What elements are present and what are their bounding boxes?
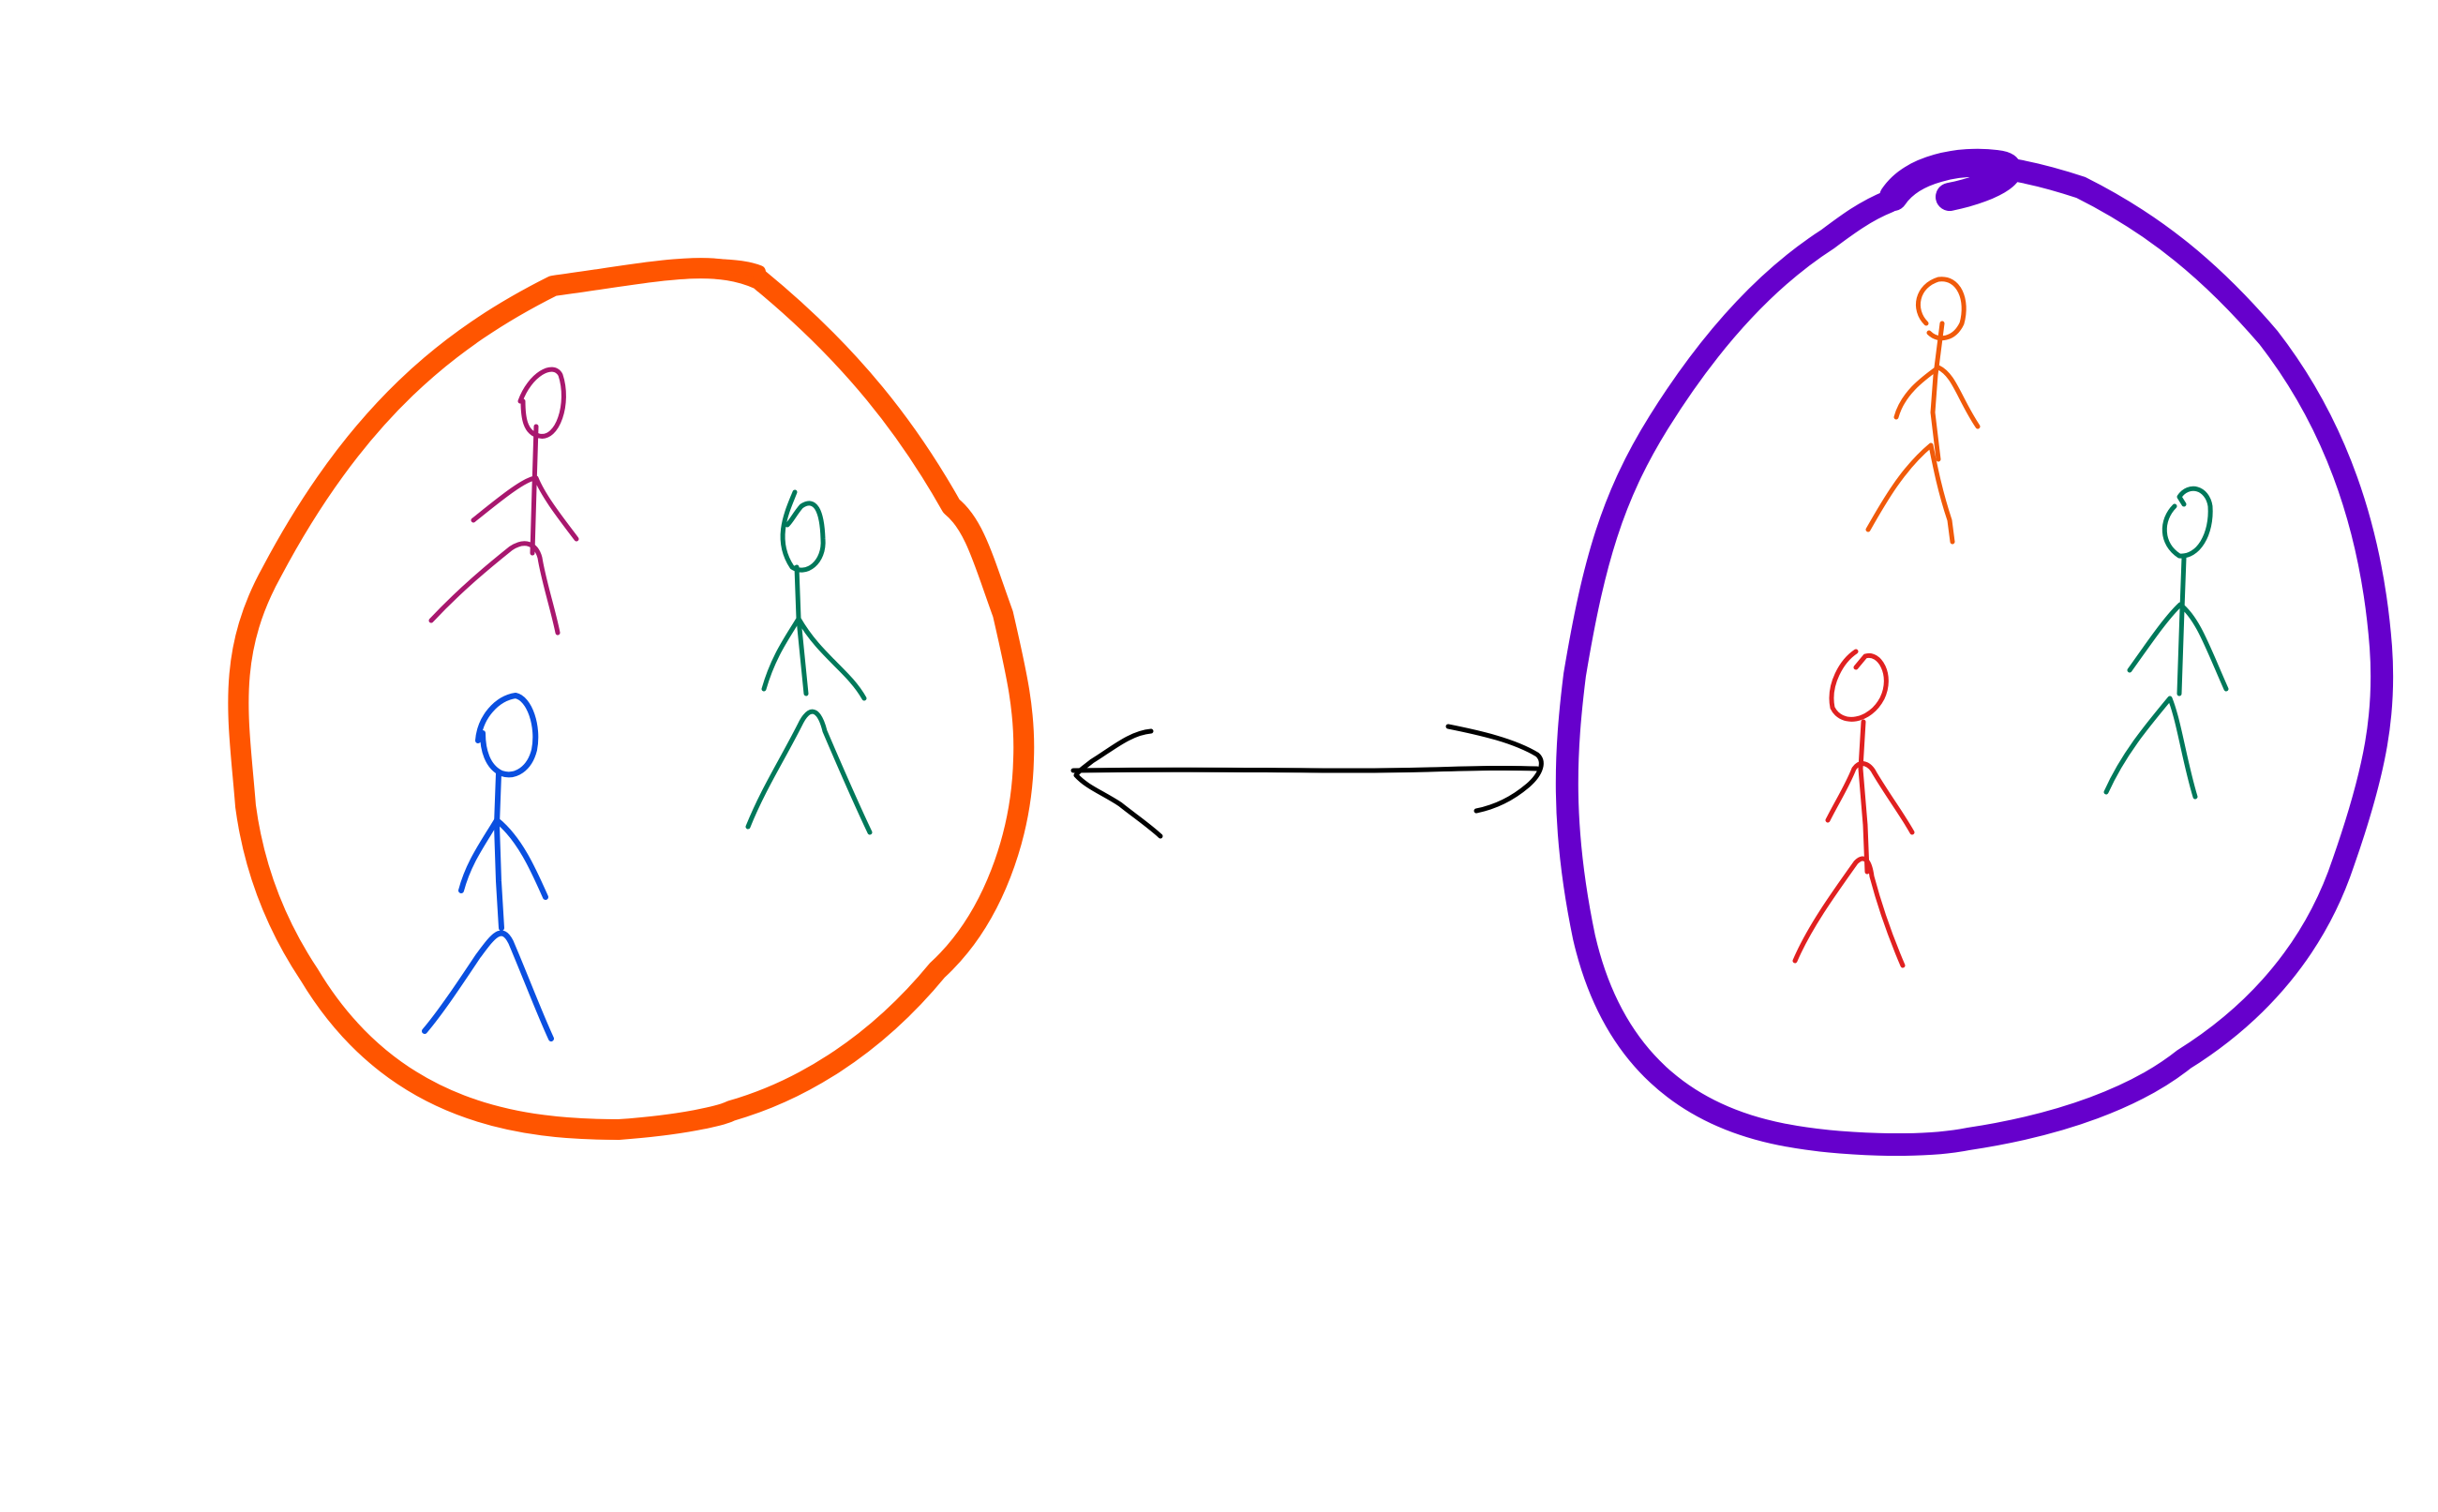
left-person-green-figure <box>745 489 873 835</box>
person-legs <box>1792 856 1906 968</box>
person-arms <box>2127 602 2229 692</box>
right-group-outline-tab <box>1879 148 2022 211</box>
left-group-outline-tab <box>650 259 768 292</box>
person-body <box>530 424 539 556</box>
right-person-red-figure <box>1792 649 1915 968</box>
arrow-head-left <box>1073 728 1163 839</box>
arrow-shaft <box>1070 765 1540 773</box>
right-group-outline <box>1555 154 2394 1157</box>
person-arms <box>761 616 867 701</box>
person-arms <box>1825 761 1915 835</box>
person-head <box>780 489 826 573</box>
left-group-outline <box>228 258 1035 1140</box>
person-body <box>494 771 504 931</box>
person-head <box>1916 277 1967 341</box>
person-head <box>475 693 539 778</box>
person-legs <box>1865 442 1955 545</box>
person-legs <box>745 709 873 835</box>
right-person-green-figure <box>2103 486 2229 800</box>
person-head <box>2161 486 2213 559</box>
person-legs <box>422 930 554 1041</box>
person-body <box>1930 321 1945 462</box>
double-headed-arrow <box>1070 724 1544 839</box>
person-head <box>517 367 566 439</box>
left-person-magenta-figure <box>428 367 579 636</box>
person-legs <box>428 541 561 636</box>
person-arms <box>471 475 579 542</box>
person-body <box>2176 555 2187 696</box>
person-legs <box>2103 696 2198 800</box>
right-person-orange-figure <box>1865 277 1981 545</box>
person-arms <box>1893 365 1981 429</box>
left-person-blue-figure <box>422 693 554 1041</box>
person-body <box>1858 719 1870 875</box>
person-arms <box>458 817 548 900</box>
person-head <box>1829 649 1889 722</box>
arrow-head-right <box>1445 724 1544 814</box>
